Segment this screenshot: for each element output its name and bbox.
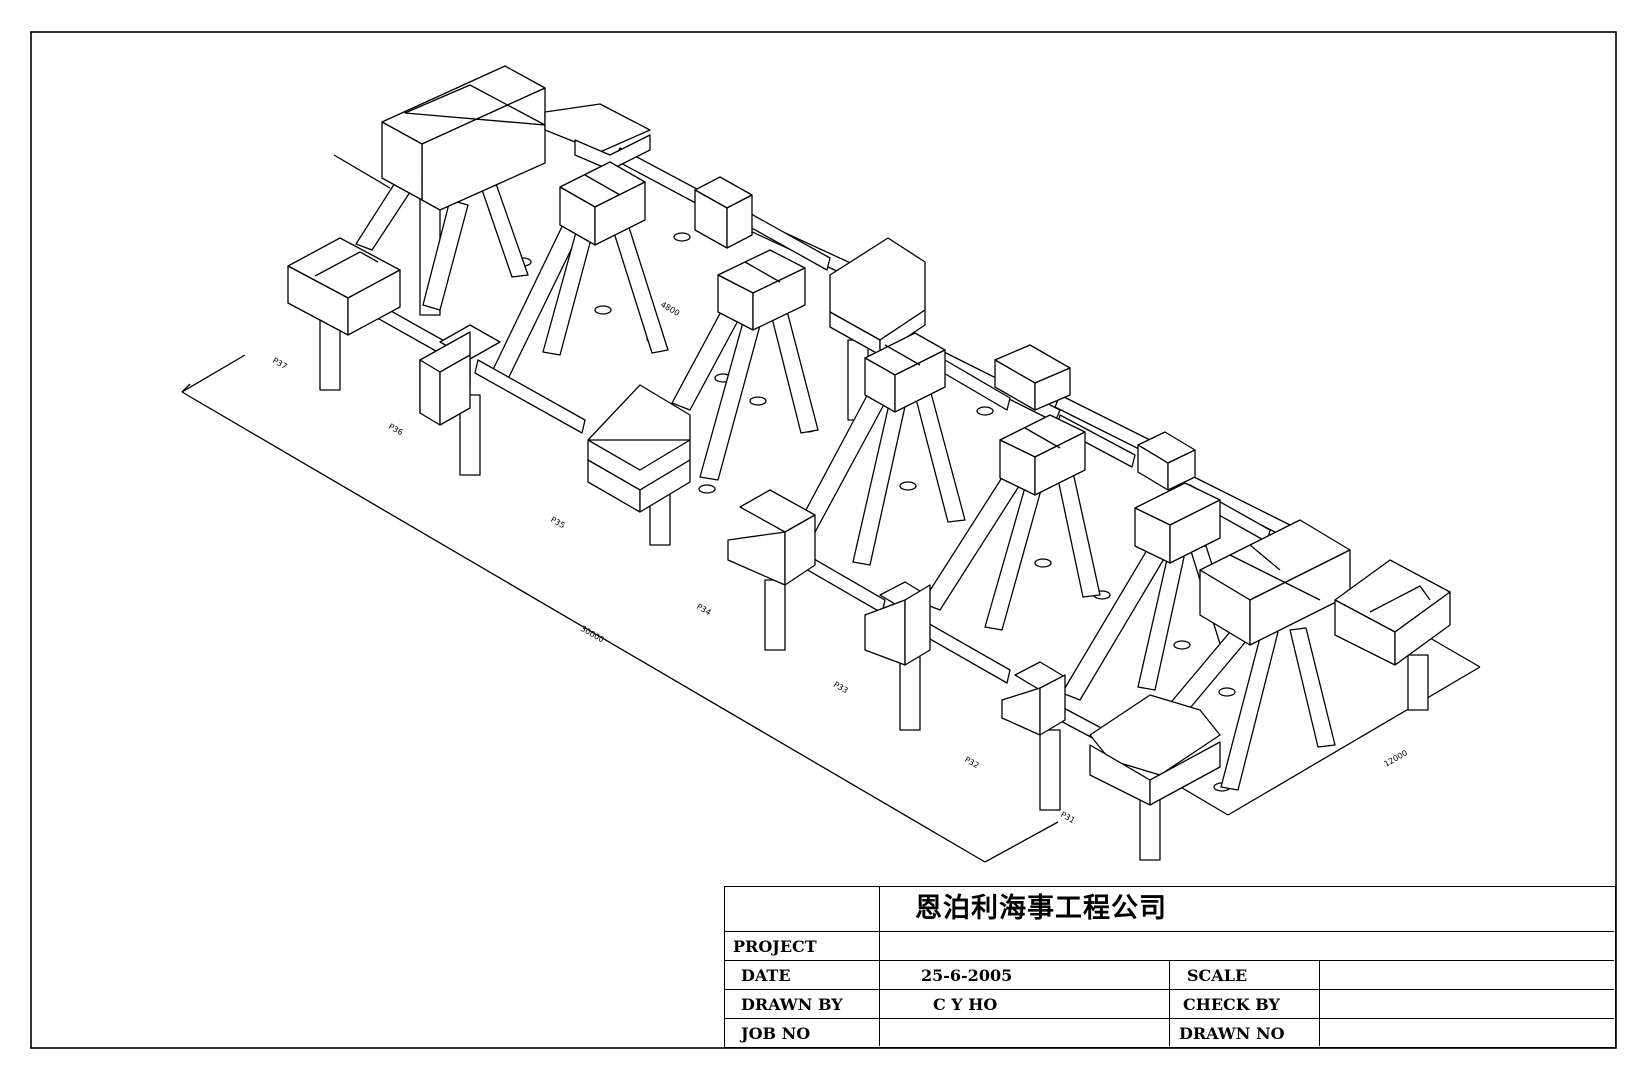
pier-label-p35: P35 — [549, 515, 567, 530]
date-value: 25-6-2005 — [921, 966, 1013, 985]
pile-caps — [287, 65, 1451, 806]
check-by-label: CHECK BY — [1183, 995, 1280, 1014]
pier-label-p31: P31 — [1059, 810, 1077, 825]
pier-label-p34: P34 — [695, 602, 713, 617]
pier-label-p33: P33 — [832, 680, 850, 695]
scale-label: SCALE — [1187, 966, 1248, 985]
drawn-by-label: DRAWN BY — [741, 995, 843, 1014]
date-label: DATE — [741, 966, 791, 985]
title-block: 恩泊利海事工程公司 PROJECT DATE 25-6-2005 SCALE D… — [724, 886, 1616, 1048]
sheet-border — [30, 31, 1617, 1049]
dimension-label-width: 12000 — [1383, 748, 1410, 769]
project-label: PROJECT — [733, 937, 817, 956]
dimension-label-length: 30000 — [579, 624, 606, 645]
pier-label-p32: P32 — [963, 755, 981, 770]
isometric-structure — [181, 65, 1481, 863]
dimension-line-length — [181, 354, 1059, 863]
job-no-label: JOB NO — [741, 1024, 811, 1043]
pier-label-p36: P36 — [387, 422, 405, 437]
drawn-by-value: C Y HO — [933, 995, 998, 1014]
dimension-label-small: 4800 — [659, 300, 681, 318]
drawn-no-label: DRAWN NO — [1179, 1024, 1285, 1043]
pier-label-p37: P37 — [271, 356, 289, 371]
company-name: 恩泊利海事工程公司 — [915, 893, 1167, 924]
